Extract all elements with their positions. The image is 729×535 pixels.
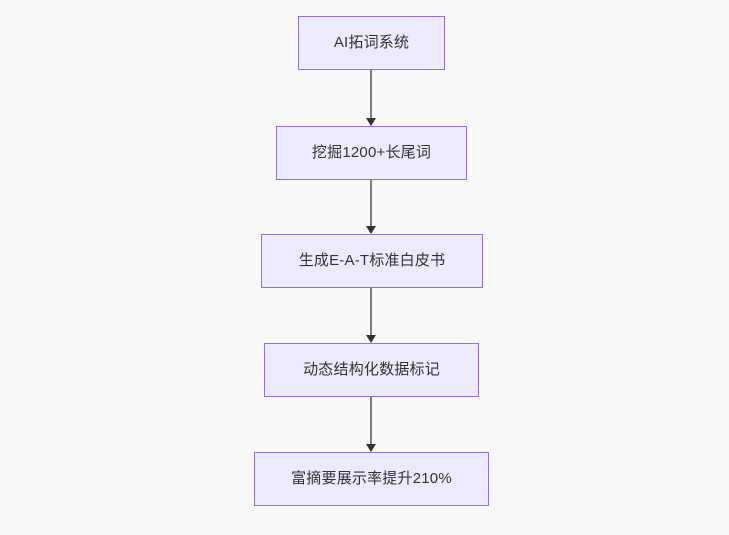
edge-node4-to-node5 [361,397,381,452]
edge-line [370,180,372,226]
edge-line [370,70,372,118]
flow-node-label: 富摘要展示率提升210% [291,470,452,488]
flow-node-ai-keyword-system[interactable]: AI拓词系统 [298,16,445,70]
arrow-head-icon [366,226,376,234]
flow-node-rich-snippet-rate-increase[interactable]: 富摘要展示率提升210% [254,452,489,506]
flow-node-label: AI拓词系统 [333,34,410,52]
flow-node-dynamic-structured-data-markup[interactable]: 动态结构化数据标记 [264,343,479,397]
edge-line [370,288,372,335]
edge-node1-to-node2 [361,70,381,126]
flow-node-label: 生成E-A-T标准白皮书 [298,252,446,270]
arrow-head-icon [366,118,376,126]
edge-line [370,397,372,444]
flow-node-generate-eat-whitepaper[interactable]: 生成E-A-T标准白皮书 [261,234,483,288]
arrow-head-icon [366,335,376,343]
edge-node2-to-node3 [361,180,381,234]
flow-node-label: 挖掘1200+长尾词 [311,144,432,162]
edge-node3-to-node4 [361,288,381,343]
flow-node-label: 动态结构化数据标记 [303,361,440,379]
arrow-head-icon [366,444,376,452]
flow-node-mine-longtail-keywords[interactable]: 挖掘1200+长尾词 [276,126,467,180]
